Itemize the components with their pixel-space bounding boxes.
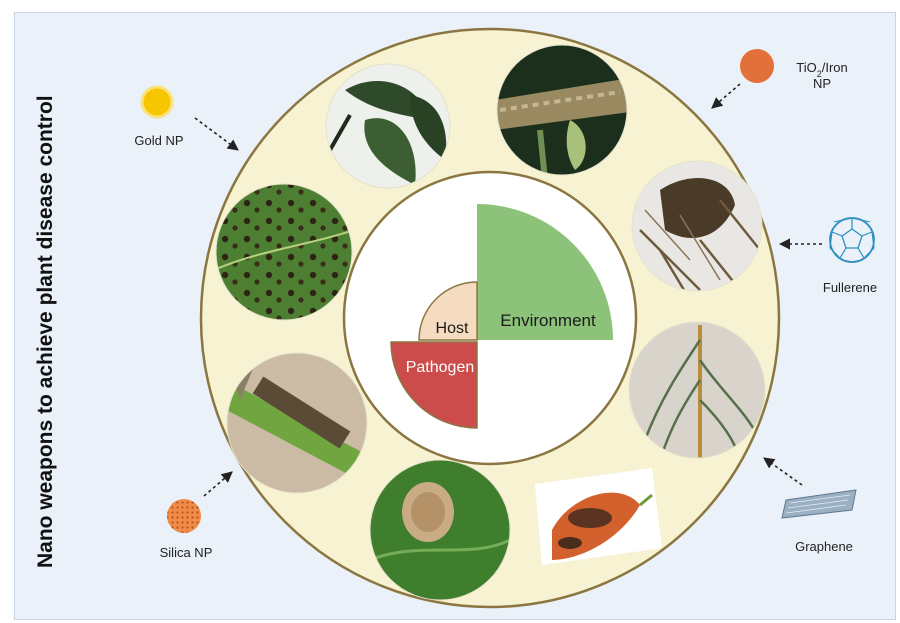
host-label: Host bbox=[436, 320, 469, 337]
fullerene-icon bbox=[830, 218, 874, 262]
silica-np-arrow bbox=[204, 472, 232, 496]
fullerene-label: Fullerene bbox=[823, 280, 877, 295]
environment-label: Environment bbox=[500, 311, 596, 330]
tio2-rest: /Iron bbox=[822, 60, 848, 75]
tio2-iron-np-icon bbox=[740, 49, 774, 83]
graphene-arrow bbox=[764, 458, 802, 485]
photo-leaf-blight bbox=[370, 460, 510, 600]
silica-np-label: Silica NP bbox=[160, 545, 213, 560]
page-title: Nano weapons to achieve plant disease co… bbox=[34, 95, 57, 568]
photo-rotting-carrot bbox=[535, 468, 662, 565]
graphene-icon bbox=[782, 490, 856, 518]
gold-np-arrow bbox=[195, 118, 238, 150]
tio2-iron-np-label-line2: NP bbox=[813, 76, 831, 91]
graphene-label: Graphene bbox=[795, 539, 853, 554]
tio2-iron-np-arrow bbox=[712, 84, 740, 108]
tio2-base: TiO bbox=[796, 60, 816, 75]
gold-np-label: Gold NP bbox=[134, 133, 183, 148]
gold-np-icon bbox=[142, 87, 172, 117]
pathogen-label: Pathogen bbox=[406, 359, 475, 376]
